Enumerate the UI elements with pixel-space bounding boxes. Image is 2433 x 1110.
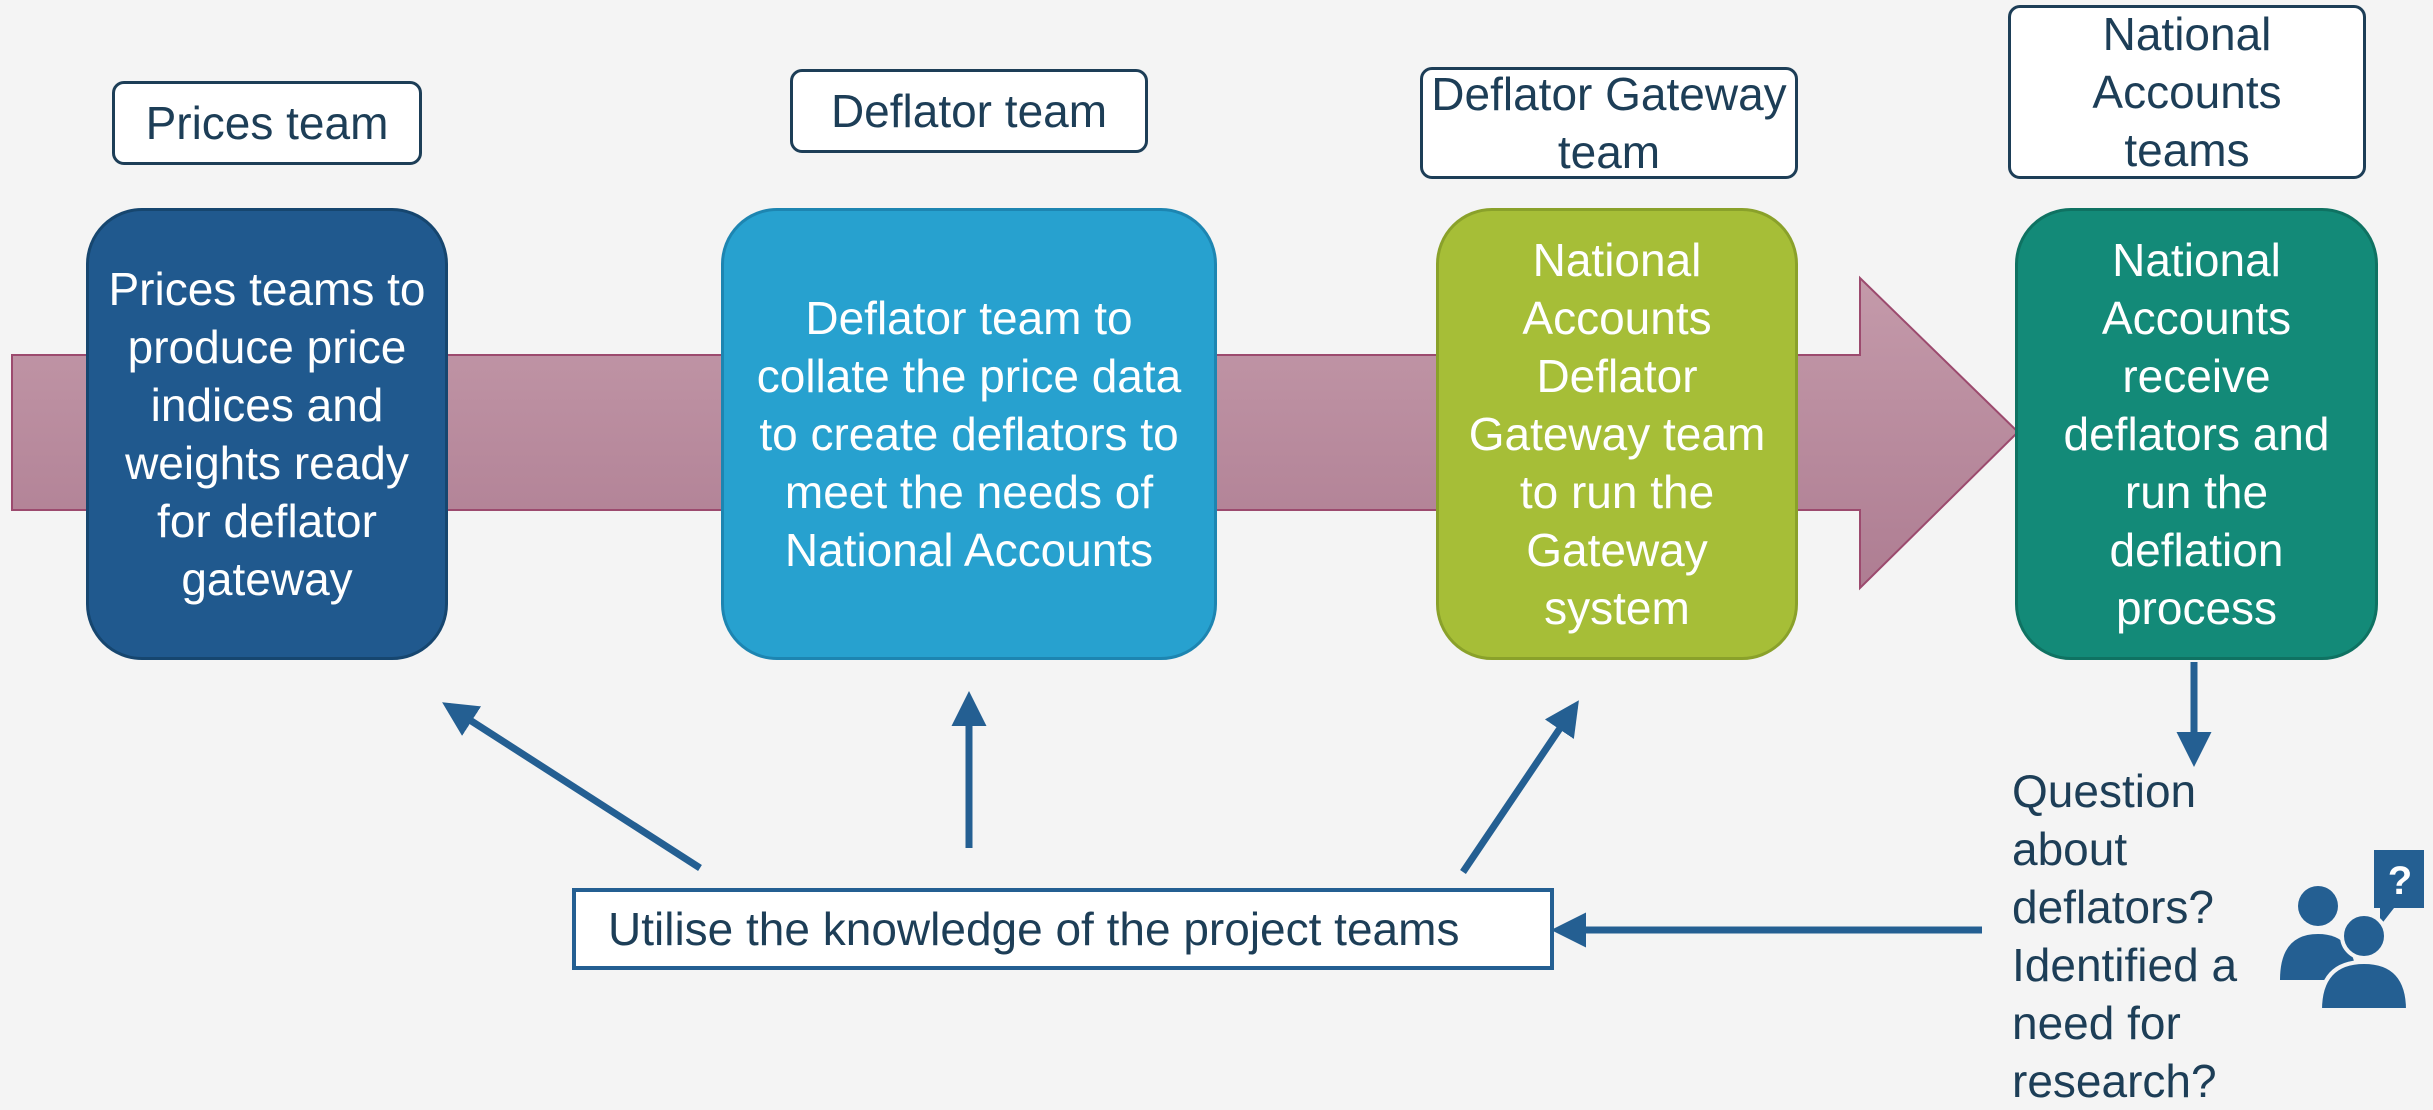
question-text: Question about deflators? Identified a n… — [2012, 765, 2238, 1107]
team-label-prices: Prices team — [112, 81, 422, 165]
utilise-knowledge-box: Utilise the knowledge of the project tea… — [572, 888, 1554, 970]
team-label-deflator: Deflator team — [790, 69, 1148, 153]
stage-deflator: Deflator team to collate the price data … — [721, 208, 1217, 660]
arrow-to-prices — [442, 702, 702, 871]
team-label-national: National Accounts teams — [2008, 5, 2366, 179]
stage-national: National Accounts receive deflators and … — [2015, 208, 2378, 660]
svg-text:?: ? — [2388, 859, 2412, 903]
people-question-icon: ? — [2280, 850, 2424, 1010]
stage-gateway: National Accounts Deflator Gateway team … — [1436, 208, 1798, 660]
stage-prices: Prices teams to produce price indices an… — [86, 208, 448, 660]
arrow-to-gateway — [1460, 700, 1579, 874]
team-label-gateway: Deflator Gateway team — [1420, 67, 1798, 179]
